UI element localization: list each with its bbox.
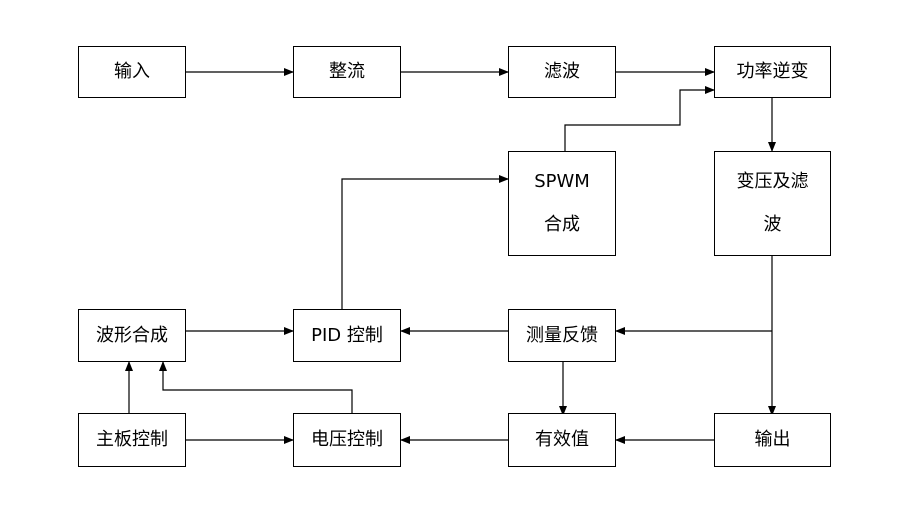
inverter-label: 功率逆变: [736, 61, 809, 83]
waveform-label: 波形合成: [96, 324, 168, 346]
rms-value-block: 有效值: [508, 413, 616, 467]
spwm-label-line2: 合成: [544, 214, 580, 236]
spwm-label-line1: SPWM: [534, 170, 590, 192]
filter-block: 滤波: [508, 46, 616, 98]
rectify-block: 整流: [293, 46, 401, 98]
input-label: 输入: [114, 61, 150, 83]
voltage-label: 电压控制: [311, 429, 383, 451]
transformer-label-line2: 波: [763, 214, 782, 236]
transformer-label-line1: 变压及滤: [736, 170, 809, 192]
waveform-synthesis-block: 波形合成: [78, 309, 186, 362]
inverter-block: 功率逆变: [714, 46, 831, 98]
transformer-filter-block: 变压及滤 波: [714, 151, 831, 256]
filter-label: 滤波: [544, 61, 580, 83]
voltage-control-block: 电压控制: [293, 413, 401, 467]
rectify-label: 整流: [329, 61, 365, 83]
measurement-feedback-block: 测量反馈: [508, 309, 616, 362]
mainboard-label: 主板控制: [96, 429, 168, 451]
pid-label: PID 控制: [311, 324, 383, 346]
rms-label: 有效值: [535, 429, 589, 451]
spwm-block: SPWM 合成: [508, 151, 616, 256]
arrow-spwm-to-inverter: [564, 86, 715, 151]
arrow-pid-to-spwm: [341, 175, 509, 309]
mainboard-control-block: 主板控制: [78, 413, 186, 467]
feedback-label: 测量反馈: [526, 324, 598, 346]
arrow-voltage-to-waveform: [159, 361, 353, 413]
output-label: 输出: [754, 429, 791, 451]
pid-control-block: PID 控制: [293, 309, 401, 362]
input-block: 输入: [78, 46, 186, 98]
output-block: 输出: [714, 413, 831, 467]
